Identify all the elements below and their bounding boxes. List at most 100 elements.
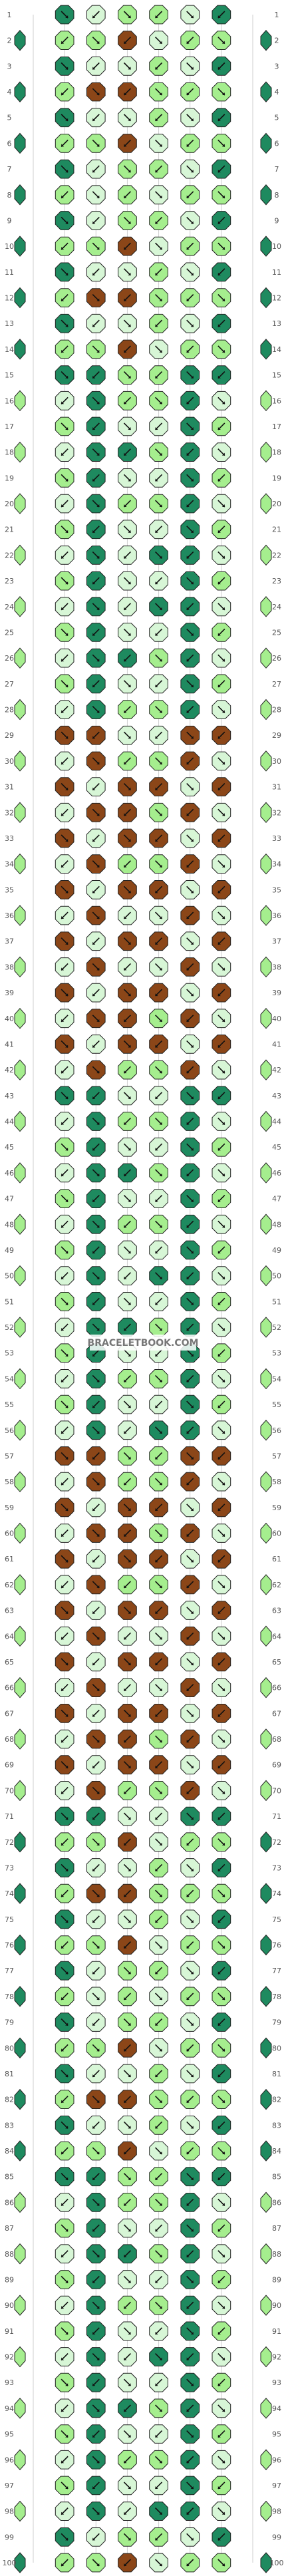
knot: [149, 185, 168, 205]
knot: [86, 134, 106, 153]
knot: [212, 365, 231, 385]
row-number-right: 95: [272, 2430, 281, 2439]
row-number-right: 66: [272, 1684, 281, 1692]
knot: [118, 1832, 137, 1852]
edge-knot: [14, 1368, 26, 1390]
row-number-right: 65: [272, 1658, 281, 1667]
row-number-left: 69: [5, 1761, 14, 1770]
knot: [180, 2295, 200, 2315]
knot: [118, 2295, 137, 2315]
knot: [149, 1137, 168, 1157]
row-number-left: 83: [5, 2121, 14, 2130]
row-number-right: 40: [272, 1015, 281, 1023]
knot: [149, 236, 168, 256]
row-number-left: 15: [5, 371, 14, 380]
knot: [55, 983, 74, 1003]
knot: [55, 2167, 74, 2187]
knot: [118, 2372, 137, 2392]
knot: [212, 1524, 231, 1543]
knot: [212, 1883, 231, 1903]
knot: [180, 339, 200, 359]
knot: [55, 2501, 74, 2521]
knot: [86, 1498, 106, 1518]
knot: [180, 2193, 200, 2212]
knot: [118, 2090, 137, 2109]
knot: [86, 1909, 106, 1929]
row-number-right: 99: [272, 2533, 281, 2541]
knot: [212, 82, 231, 102]
row-number-left: 46: [5, 1169, 14, 1178]
knot: [149, 1086, 168, 1106]
knot: [55, 159, 74, 179]
row-number-left: 54: [5, 1374, 14, 1383]
knot: [149, 802, 168, 822]
knot: [118, 2476, 137, 2496]
row-number-right: 47: [272, 1195, 281, 1204]
row-number-left: 17: [5, 422, 14, 431]
knot: [212, 339, 231, 359]
knot: [149, 700, 168, 719]
knot: [149, 1472, 168, 1492]
edge-knot: [14, 81, 26, 102]
edge-knot: [14, 1008, 26, 1029]
edge-knot: [260, 1162, 272, 1184]
knot: [118, 1035, 137, 1054]
knot: [86, 1394, 106, 1414]
row-number-left: 55: [5, 1400, 14, 1409]
row-number-left: 44: [5, 1118, 14, 1126]
knot: [86, 880, 106, 899]
knot: [118, 1549, 137, 1569]
knot: [86, 1369, 106, 1388]
knot: [149, 1935, 168, 1955]
knot: [149, 1394, 168, 1414]
knot: [118, 2167, 137, 2187]
row-number-left: 48: [5, 1220, 14, 1229]
knot: [86, 1678, 106, 1697]
knot: [86, 1112, 106, 1131]
row-number-left: 81: [5, 2070, 14, 2078]
edge-knot: [260, 699, 272, 721]
edge-knot: [260, 339, 272, 360]
knot: [212, 1781, 231, 1800]
knot: [212, 1163, 231, 1183]
row-number-left: 8: [7, 191, 12, 200]
knot: [118, 1626, 137, 1646]
knot: [118, 236, 137, 256]
knot: [118, 1189, 137, 1208]
knot: [55, 2244, 74, 2264]
knot: [55, 571, 74, 591]
row-number-right: 11: [272, 268, 281, 277]
knot: [180, 983, 200, 1003]
edge-knot: [14, 544, 26, 566]
knot: [149, 1266, 168, 1285]
knot: [149, 725, 168, 745]
knot: [86, 1961, 106, 1981]
knot: [180, 442, 200, 462]
knot: [118, 2347, 137, 2366]
knot: [55, 1112, 74, 1131]
knot: [55, 1524, 74, 1543]
edge-knot: [14, 339, 26, 360]
row-number-left: 82: [5, 2096, 14, 2104]
row-number-right: 16: [272, 397, 281, 405]
knot: [118, 442, 137, 462]
knot: [86, 571, 106, 591]
edge-knot: [260, 2398, 272, 2419]
knot: [55, 700, 74, 719]
knot: [212, 1935, 231, 1955]
knot: [55, 1858, 74, 1877]
edge-knot: [260, 1574, 272, 1595]
edge-knot: [260, 1883, 272, 1904]
row-number-left: 1: [7, 11, 12, 19]
knot: [180, 1189, 200, 1208]
knot: [180, 1678, 200, 1697]
knot: [149, 2116, 168, 2135]
row-number-left: 52: [5, 1323, 14, 1332]
edge-knot: [14, 1986, 26, 2007]
row-number-right: 34: [272, 860, 281, 869]
row-number-left: 23: [5, 577, 14, 585]
knot: [180, 365, 200, 385]
edge-knot: [14, 1317, 26, 1338]
knot: [55, 2321, 74, 2341]
knot: [55, 313, 74, 333]
